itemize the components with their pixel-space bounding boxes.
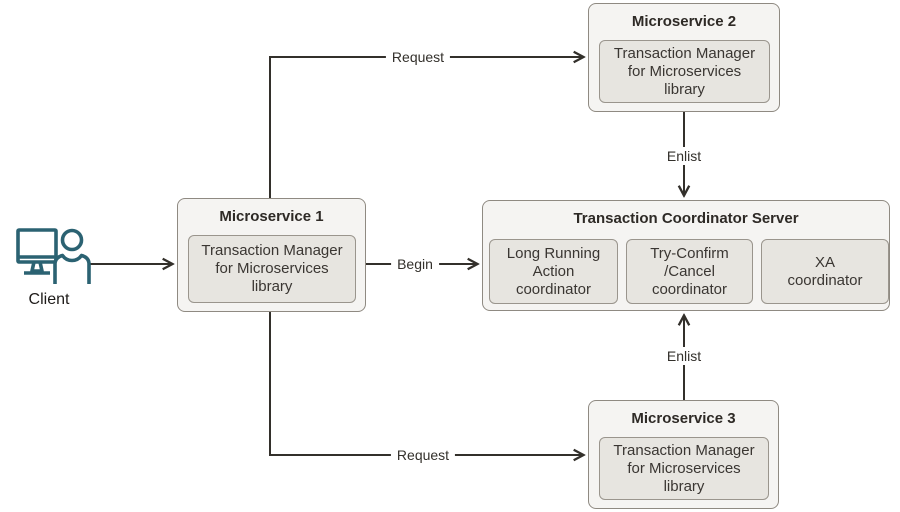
microservice-1-library-box: Transaction Manager for Microservices li…: [188, 235, 356, 303]
xa-coordinator-box: XA coordinator: [761, 239, 889, 304]
client-node: Client: [8, 226, 104, 309]
microservice-1-title: Microservice 1: [219, 208, 324, 225]
microservice-3-library-box: Transaction Manager for Microservices li…: [599, 437, 769, 500]
node-microservice-2: Microservice 2 Transaction Manager for M…: [588, 3, 780, 112]
client-icon: [16, 228, 91, 284]
node-microservice-3: Microservice 3 Transaction Manager for M…: [588, 400, 779, 509]
microservice-2-title: Microservice 2: [631, 13, 737, 30]
try-confirm-cancel-coordinator-box: Try-Confirm /Cancel coordinator: [626, 239, 753, 304]
edge-label-request-top: Request: [385, 48, 451, 66]
microservice-3-title: Microservice 3: [631, 410, 736, 427]
node-transaction-coordinator-server: Transaction Coordinator Server Long Runn…: [482, 200, 890, 311]
edge-label-enlist-bottom: Enlist: [660, 347, 708, 365]
transaction-coordinator-server-title: Transaction Coordinator Server: [573, 210, 799, 227]
long-running-action-coordinator-box: Long Running Action coordinator: [489, 239, 618, 304]
edge-label-request-bottom: Request: [390, 446, 456, 464]
coordinator-row: Long Running Action coordinator Try-Conf…: [489, 239, 889, 304]
edge-label-enlist-top: Enlist: [660, 147, 708, 165]
microservice-2-library-box: Transaction Manager for Microservices li…: [599, 40, 770, 103]
client-label: Client: [28, 291, 70, 308]
edge-ms1-to-ms3: [269, 312, 583, 455]
edge-label-begin: Begin: [391, 255, 439, 273]
node-microservice-1: Microservice 1 Transaction Manager for M…: [177, 198, 366, 312]
edge-ms1-to-ms2: [269, 57, 583, 198]
